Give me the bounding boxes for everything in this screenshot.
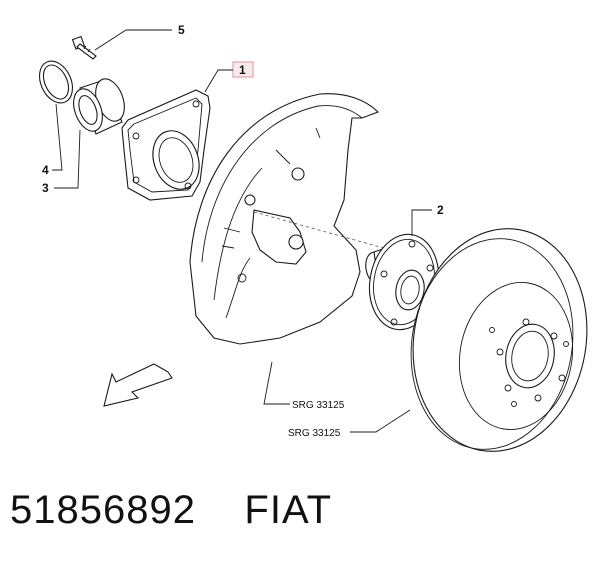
direction-arrow-icon: [103, 363, 173, 407]
disc-reference: SRG 33125: [288, 428, 341, 439]
callout-2: 2: [437, 203, 444, 217]
part-caption: 51856892 FIAT: [10, 488, 332, 533]
hub-carrier-part-1: [121, 89, 211, 201]
callout-5: 5: [178, 23, 185, 37]
bearing-part-3: [73, 78, 125, 135]
callout-3: 3: [42, 181, 49, 195]
leader-part-3: [54, 129, 81, 189]
bolt-part-5: [71, 35, 97, 60]
leader-part-2: [411, 209, 432, 236]
leader-part-5: [94, 29, 172, 51]
callout-1-highlight: [232, 61, 254, 78]
leader-part-4: [52, 103, 63, 171]
callout-4: 4: [42, 163, 49, 177]
leader-part-1: [204, 69, 233, 93]
leader-shield: [263, 361, 290, 405]
shield-reference: SRG 33125: [292, 400, 345, 411]
leader-disc: [350, 409, 411, 433]
brake-disc: [410, 228, 588, 452]
backing-shield: [189, 93, 399, 345]
part-number: 51856892: [10, 488, 196, 532]
snap-ring-part-4: [38, 60, 74, 104]
brand-name: FIAT: [244, 488, 333, 532]
callout-1: 1: [239, 63, 246, 77]
